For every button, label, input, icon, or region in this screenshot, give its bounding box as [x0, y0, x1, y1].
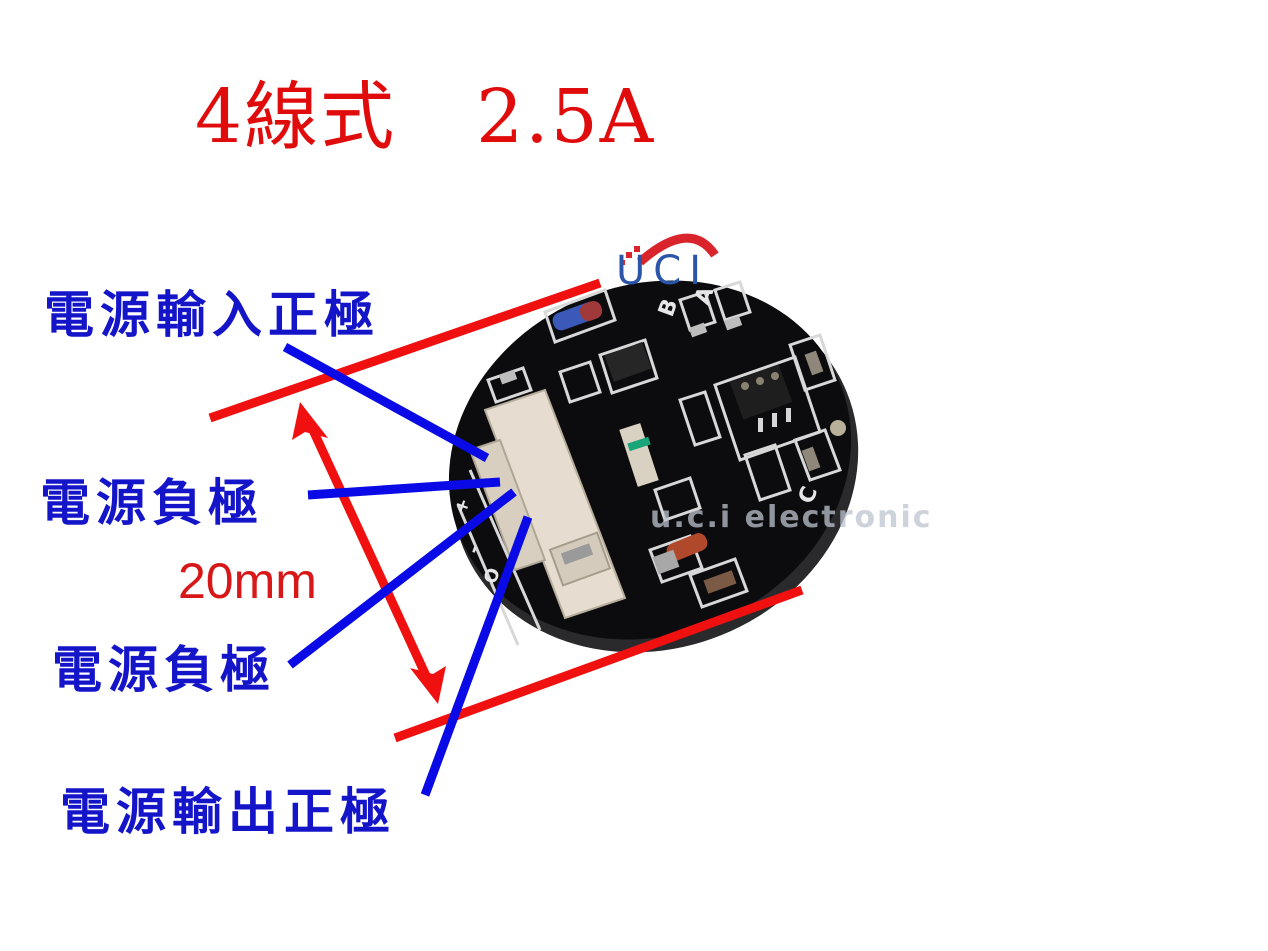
dimension-lines	[208, 278, 804, 743]
title-current-rating: 2.5A	[476, 74, 656, 160]
svg-text:+: +	[450, 495, 475, 516]
leader-lines	[282, 343, 533, 797]
leader-negative-1	[307, 477, 501, 500]
watermark: u.c.i electronic	[650, 500, 933, 535]
label-negative-1: 電源負極	[40, 473, 264, 532]
label-output-positive: 電源輸出正極	[60, 782, 396, 841]
diameter-arrow-shaft	[307, 426, 433, 682]
leader-negative-2	[287, 488, 517, 669]
arrow-head-bottom-icon	[410, 666, 446, 704]
arrow-head-top-icon	[292, 402, 328, 440]
svg-text:C: C	[794, 483, 823, 507]
jst-connector	[468, 388, 627, 620]
uci-logo-text: UCI	[616, 248, 710, 294]
dimension-diameter: 20mm	[178, 553, 317, 609]
label-negative-2: 電源負極	[52, 640, 276, 699]
leader-input-positive	[282, 343, 490, 462]
title-wire-count: 4線式	[195, 74, 397, 160]
svg-text:O: O	[480, 565, 505, 587]
label-input-positive: 電源輸入正極	[44, 285, 380, 344]
bottom-tangent-line	[393, 585, 804, 743]
top-tangent-line	[208, 278, 602, 423]
pcb-components	[498, 301, 846, 594]
leader-output-positive	[420, 515, 533, 797]
